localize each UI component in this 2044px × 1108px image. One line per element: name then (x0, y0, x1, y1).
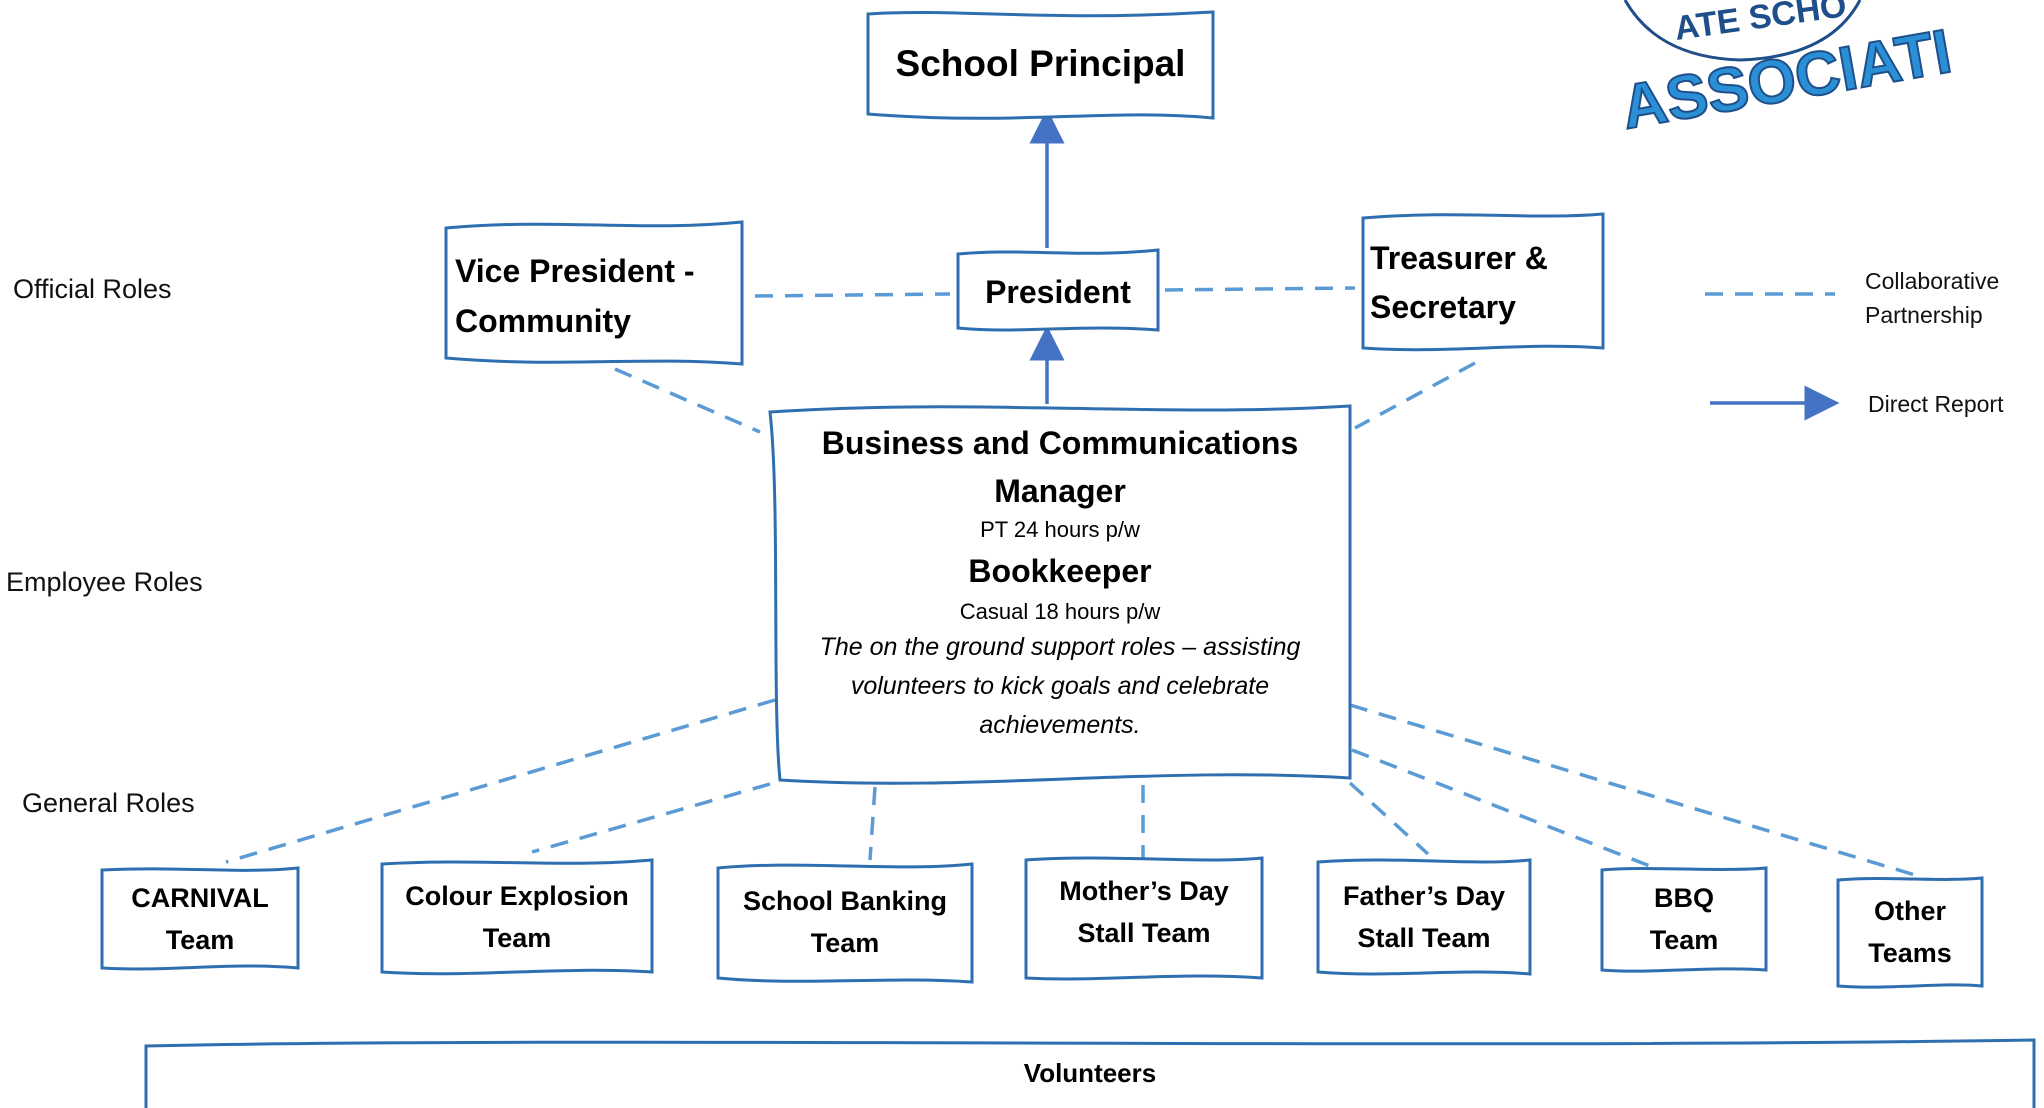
team-title-line1: Mother’s Day (1059, 876, 1229, 906)
colour-box-outline (380, 858, 654, 976)
label-official-roles: Official Roles (13, 274, 172, 304)
node-title-line2: Community (455, 303, 631, 339)
team-title-line2: Stall Team (1357, 923, 1491, 953)
bbq-box-outline (1600, 866, 1768, 973)
manager-colour-link (531, 782, 771, 854)
legend-direct-label: Direct Report (1868, 391, 2004, 417)
vp-manager-link (614, 367, 761, 434)
manager-hours: PT 24 hours p/w (980, 517, 1140, 542)
vp-box-outline (444, 220, 744, 366)
banking-box-outline (716, 862, 974, 984)
team-carnival: CARNIVAL Team (102, 870, 298, 968)
volunteers-box-outline (144, 1038, 2036, 1108)
node-title-line2: Secretary (1370, 289, 1516, 325)
team-school-banking: School Banking Team (718, 866, 972, 978)
logo-ring (1623, 0, 1862, 62)
bookkeeper-title: Bookkeeper (968, 553, 1152, 589)
manager-box-outline (768, 404, 1352, 785)
team-bbq: BBQ Team (1602, 868, 1766, 970)
president-treasurer-link (1164, 286, 1356, 292)
legend-collab-line2: Partnership (1865, 302, 1983, 328)
logo-arc (1579, 14, 1976, 89)
node-title: School Principal (895, 43, 1186, 84)
manager-desc-line1: The on the ground support roles – assist… (819, 633, 1301, 661)
node-title-line1: Treasurer & (1370, 240, 1548, 276)
team-fathers-day-stall: Father’s Day Stall Team (1318, 860, 1530, 974)
team-title-line1: Father’s Day (1342, 881, 1506, 911)
manager-desc-line3: achievements. (979, 711, 1141, 739)
team-title-line1: CARNIVAL (131, 883, 269, 913)
team-title-line2: Team (1649, 925, 1719, 955)
carnival-box-outline (100, 866, 300, 971)
manager-carnival-link (225, 698, 776, 864)
team-title-line1: Other (1873, 896, 1946, 926)
team-title-line1: BBQ (1654, 883, 1714, 913)
bookkeeper-hours: Casual 18 hours p/w (959, 599, 1161, 624)
manager-other-link (1349, 703, 1916, 877)
node-volunteers: Volunteers (146, 1044, 2034, 1108)
node-vice-president: Vice President - Community (455, 228, 742, 364)
manager-bbq-link (1351, 748, 1656, 870)
node-business-manager: Business and Communications Manager PT 2… (775, 418, 1345, 758)
president-box-outline (956, 248, 1160, 332)
treasurer-manager-link (1354, 361, 1476, 430)
label-general-roles: General Roles (22, 788, 195, 818)
principal-box-outline (866, 10, 1215, 120)
vp-president-link (754, 292, 951, 298)
node-treasurer-secretary: Treasurer & Secretary (1370, 218, 1603, 348)
manager-desc-line2: volunteers to kick goals and celebrate (850, 672, 1270, 700)
legend-collab-line1: Collaborative (1865, 268, 2000, 294)
node-president: President (958, 254, 1158, 330)
node-title: President (985, 273, 1131, 310)
team-title-line2: Team (165, 925, 235, 955)
manager-title-line1: Business and Communications (821, 425, 1299, 461)
manager-title-line2: Manager (994, 473, 1126, 509)
team-colour-explosion: Colour Explosion Team (382, 862, 652, 972)
team-mothers-day-stall: Mother’s Day Stall Team (1026, 856, 1262, 974)
legend-collaborative-label: Collaborative Partnership (1865, 264, 1999, 332)
label-employee-roles: Employee Roles (6, 567, 203, 597)
other-box-outline (1836, 876, 1984, 989)
box-outlines (100, 10, 2036, 1108)
team-title-line1: Colour Explosion (405, 881, 629, 911)
treasurer-box-outline (1361, 212, 1605, 352)
association-logo: ATE SCHO ASSOCIATI (1579, 0, 1976, 144)
collaborative-lines (225, 286, 1916, 877)
volunteers-title: Volunteers (1023, 1058, 1157, 1088)
mothers-box-outline (1024, 856, 1264, 981)
team-other: Other Teams (1838, 878, 1982, 986)
legend-glyphs (1705, 292, 1840, 421)
node-title-line1: Vice President - (455, 253, 695, 289)
fathers-box-outline (1316, 858, 1532, 976)
team-title-line2: Team (810, 928, 880, 958)
team-title-line1: School Banking (742, 886, 948, 916)
logo-arc-text: ASSOCIATI (1616, 17, 1956, 143)
team-title-line2: Teams (1868, 938, 1952, 968)
manager-fathers-link (1348, 781, 1430, 856)
team-title-line2: Team (482, 923, 552, 953)
manager-banking-link (868, 786, 877, 861)
node-school-principal: School Principal (868, 14, 1213, 114)
team-title-line2: Stall Team (1077, 918, 1211, 948)
